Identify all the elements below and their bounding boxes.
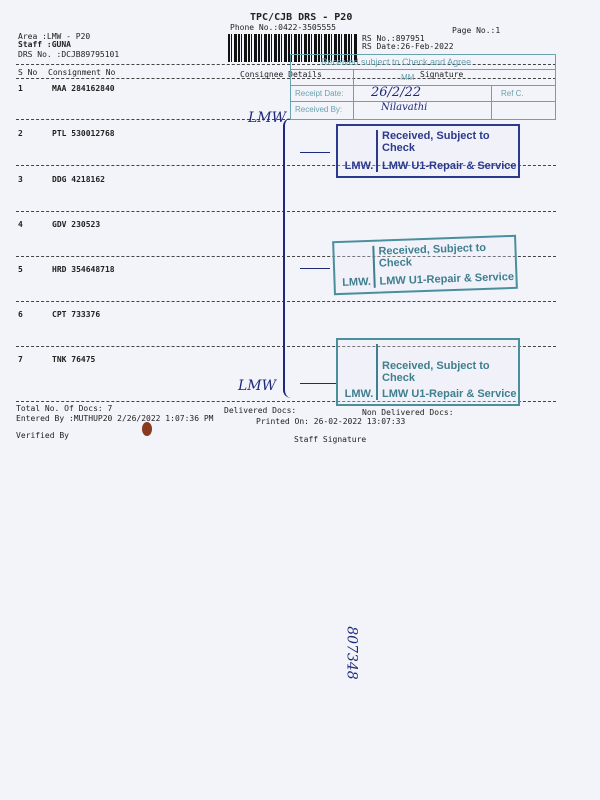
area: Area :LMW - P20 bbox=[18, 32, 91, 41]
row-sno: 6 bbox=[18, 310, 23, 319]
page-number: Page No.:1 bbox=[452, 26, 501, 35]
receipt-stamp: Received subject to Check and Agree MM R… bbox=[290, 54, 556, 120]
stamp-line1: Received, Subject to Check bbox=[378, 241, 487, 270]
barcode bbox=[228, 34, 358, 62]
lmw-logo: LMW. bbox=[342, 130, 378, 172]
rs-date: RS Date:26-Feb-2022 bbox=[362, 42, 454, 51]
row-consignment: DDG 4218162 bbox=[52, 175, 105, 184]
rs-number: RS No.:897951 bbox=[362, 34, 425, 43]
row-sno: 7 bbox=[18, 355, 23, 364]
lmw-logo: LMW. bbox=[338, 245, 376, 289]
divider bbox=[16, 78, 556, 79]
non-delivered-docs: Non Delivered Docs: bbox=[362, 408, 454, 417]
row-consignment: PTL 530012768 bbox=[52, 129, 115, 138]
handwritten-lmw: LMW bbox=[238, 378, 277, 394]
entered-by: Entered By :MUTHUP20 2/26/2022 1:07:36 P… bbox=[16, 414, 214, 423]
row-sno: 3 bbox=[18, 175, 23, 184]
bracket-mark bbox=[283, 118, 299, 398]
receipt-heading: Received subject to Check and Agree bbox=[321, 57, 472, 67]
row-sno: 2 bbox=[18, 129, 23, 138]
divider bbox=[16, 211, 556, 212]
divider bbox=[16, 346, 556, 347]
col-sno: S No bbox=[18, 68, 38, 77]
handwritten-number: 807348 bbox=[343, 626, 360, 680]
row-consignment: TNK 76475 bbox=[52, 355, 96, 364]
phone-number: Phone No.:0422-3505555 bbox=[230, 23, 336, 32]
arrow-mark bbox=[300, 152, 330, 153]
stamp-line1: Received, Subject to Check bbox=[382, 360, 490, 384]
row-sno: 1 bbox=[18, 84, 23, 93]
col-consignment: Consignment No bbox=[48, 68, 116, 77]
stamp-line1: Received, Subject to Check bbox=[382, 130, 490, 154]
received-by: Nilavathi bbox=[381, 102, 428, 113]
document-title: TPC/CJB DRS - P20 bbox=[250, 12, 353, 23]
arrow-mark bbox=[300, 383, 336, 384]
divider bbox=[16, 301, 556, 302]
received-stamp: LMW. Received, Subject to Check LMW U1-R… bbox=[332, 234, 518, 296]
stamp-line2: LMW U1-Repair & Service bbox=[382, 160, 517, 172]
divider bbox=[16, 165, 556, 166]
row-consignment: GDV 230523 bbox=[52, 220, 101, 229]
divider bbox=[16, 256, 556, 257]
row-consignment: CPT 733376 bbox=[52, 310, 101, 319]
col-signature: Signature bbox=[420, 70, 464, 79]
divider bbox=[16, 64, 556, 65]
row-sno: 4 bbox=[18, 220, 23, 229]
handwritten-lmw: LMW bbox=[248, 110, 287, 126]
divider bbox=[16, 401, 556, 402]
verified-by: Verified By bbox=[16, 431, 69, 440]
lmw-logo: LMW. bbox=[342, 344, 378, 400]
staff: Staff :GUNA bbox=[18, 40, 71, 49]
stamp-line2: LMW U1-Repair & Service bbox=[379, 270, 515, 288]
printed-on: Printed On: 26-02-2022 13:07:33 bbox=[256, 417, 406, 426]
received-stamp: LMW. Received, Subject to Check LMW U1-R… bbox=[336, 338, 520, 406]
col-consignee: Consignee Details bbox=[240, 70, 322, 79]
delivered-docs: Delivered Docs: bbox=[224, 406, 297, 415]
arrow-mark bbox=[300, 268, 330, 269]
row-sno: 5 bbox=[18, 265, 23, 274]
total-docs: Total No. Of Docs: 7 bbox=[16, 404, 113, 413]
drs-number: DRS No. :DCJB89795101 bbox=[18, 50, 120, 59]
receipt-date-label: Receipt Date: bbox=[295, 89, 344, 98]
ink-stain bbox=[142, 422, 152, 436]
receipt-date: 26/2/22 bbox=[371, 85, 422, 100]
staff-signature: Staff Signature bbox=[294, 435, 367, 444]
row-consignment: MAA 284162840 bbox=[52, 84, 115, 93]
receipt-ref: Ref C. bbox=[501, 89, 524, 98]
stamp-line2: LMW U1-Repair & Service bbox=[382, 388, 517, 400]
row-consignment: HRD 354648718 bbox=[52, 265, 115, 274]
received-by-label: Received By: bbox=[295, 105, 343, 114]
received-stamp: LMW. Received, Subject to Check LMW U1-R… bbox=[336, 124, 520, 178]
receipt-code: MM bbox=[401, 73, 415, 82]
